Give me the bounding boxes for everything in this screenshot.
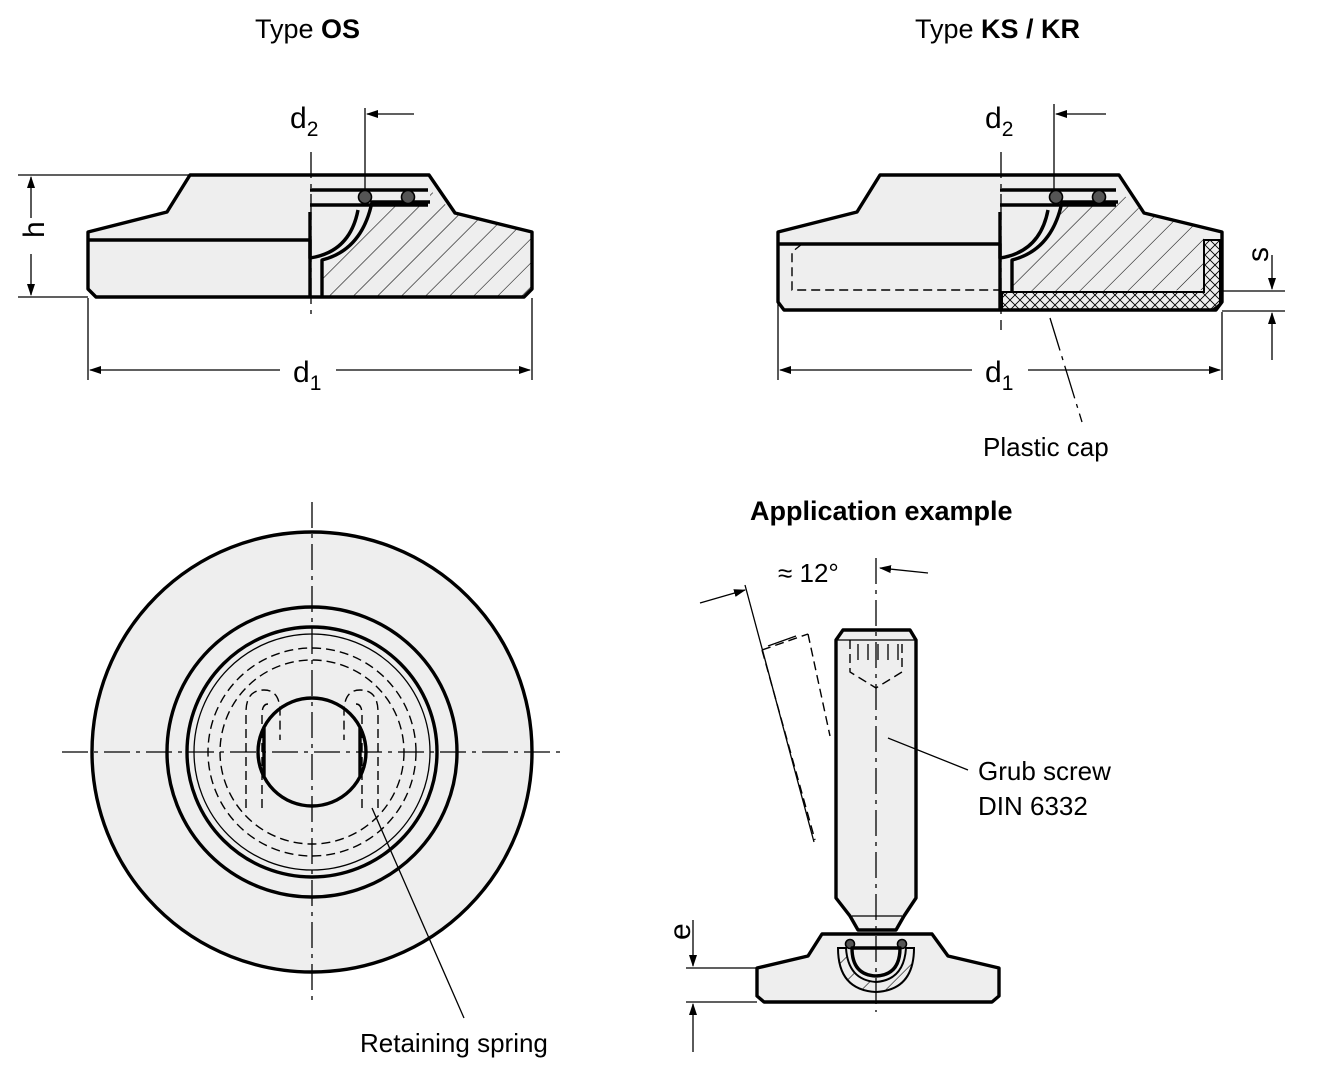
grub-screw-label: Grub screw <box>978 756 1111 786</box>
dim-d1-label-ks: d1 <box>985 356 1013 395</box>
dim-d2-label-ks: d2 <box>985 102 1013 141</box>
type-os-title: Type OS <box>255 14 360 44</box>
retaining-spring-label: Retaining spring <box>360 1028 548 1058</box>
type-ks-kr-title: Type KS / KR <box>915 14 1080 44</box>
dim-d2-label: d2 <box>290 102 318 141</box>
angle-label: ≈ 12° <box>778 558 839 588</box>
dim-h-label: h <box>18 221 51 238</box>
application-example-title: Application example <box>750 496 1013 526</box>
top-view: Retaining spring <box>62 502 560 1058</box>
type-ks-kr-side-view: s d1 d2 Plastic cap <box>776 102 1285 462</box>
type-os-side-view: h d1 d2 <box>18 102 534 395</box>
application-example-view: ≈ 12° e Grub screw DIN 6332 <box>664 558 1111 1052</box>
plastic-cap-label: Plastic cap <box>983 432 1109 462</box>
dim-e-label: e <box>664 923 697 940</box>
din-6332-label: DIN 6332 <box>978 791 1088 821</box>
dim-s-label: s <box>1242 247 1275 262</box>
dim-d1-label: d1 <box>293 356 321 395</box>
